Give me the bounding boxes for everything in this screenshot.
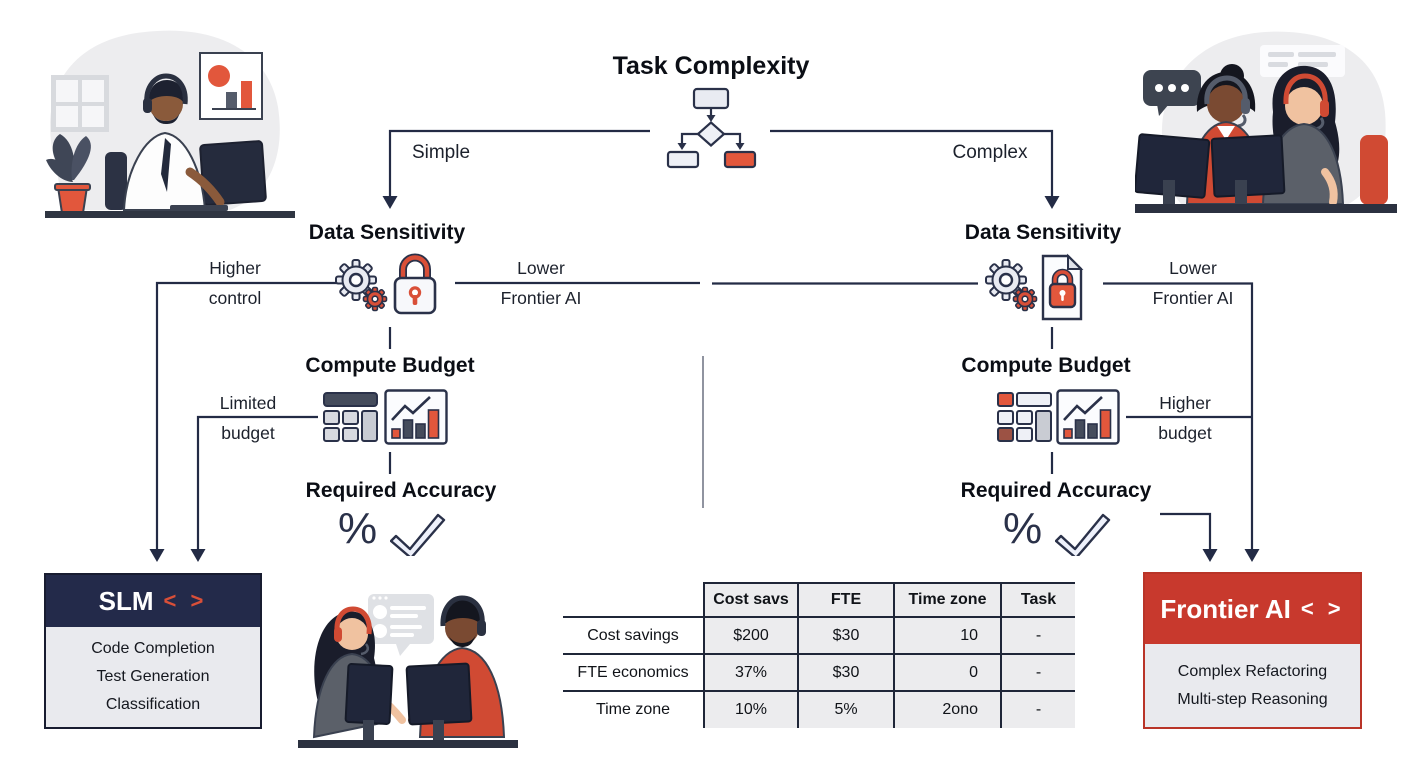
- calculator-icon-right: [997, 392, 1052, 442]
- table-cell: 37%: [703, 655, 797, 692]
- slm-box-title: SLM: [98, 585, 154, 616]
- right-lower-frontier-label: Lower Frontier AI: [1153, 253, 1234, 313]
- higher-control-line1: Higher: [209, 258, 261, 278]
- slm-item: Test Generation: [96, 668, 210, 685]
- table-header-cell: [563, 582, 703, 618]
- table-cell: 5%: [797, 692, 893, 728]
- limited-budget-line1: Limited: [219, 393, 277, 413]
- table-header-cell: Task: [1000, 582, 1075, 618]
- browser-card-icon: [1260, 45, 1345, 77]
- limited-budget-line2: budget: [221, 423, 275, 443]
- illustration-man-at-desk: [45, 30, 295, 218]
- checkmark-icon-right: [1055, 513, 1111, 556]
- table-cell: -: [1000, 692, 1075, 728]
- code-brackets-icon: < >: [1300, 596, 1345, 621]
- slm-outcome-box: SLM < > Code Completion Test Generation …: [44, 573, 262, 729]
- table-header-cell: FTE: [797, 582, 893, 618]
- left-lower-line1: Lower: [517, 258, 565, 278]
- left-compute-budget-heading: Compute Budget: [305, 354, 475, 377]
- table-cell: $200: [703, 618, 797, 655]
- checkmark-icon-left: [390, 513, 446, 556]
- speech-bubble-icon: [1143, 70, 1201, 116]
- frontier-box-title: Frontier AI: [1160, 593, 1291, 624]
- higher-budget-label: Higher budget: [1158, 388, 1212, 448]
- left-required-accuracy-heading: Required Accuracy: [305, 479, 497, 502]
- table-header-cell: Time zone: [893, 582, 1000, 618]
- higher-budget-line2: budget: [1158, 423, 1212, 443]
- right-data-sensitivity-heading: Data Sensitivity: [964, 221, 1122, 244]
- gears-secure-document-icon: [985, 253, 1084, 321]
- chat-card-icon: [368, 594, 434, 656]
- frontier-item: Complex Refactoring: [1177, 662, 1328, 680]
- chart-icon-left: [384, 389, 448, 445]
- slm-item: Classification: [105, 696, 201, 713]
- table-cell: 10: [893, 618, 1000, 655]
- illustration-support-team: [1135, 31, 1397, 213]
- calculator-icon-left: [323, 392, 378, 442]
- limited-budget-label: Limited budget: [220, 388, 276, 448]
- percent-icon-right: %: [1003, 504, 1043, 553]
- code-brackets-icon: < >: [163, 588, 208, 613]
- table-cell: 0: [893, 655, 1000, 692]
- frontier-box-items: Complex Refactoring Multi-step Reasoning: [1145, 644, 1360, 727]
- left-lower-line2: Frontier AI: [500, 288, 582, 308]
- right-lower-line2: Frontier AI: [1152, 288, 1234, 308]
- higher-control-label: Higher control: [209, 253, 262, 313]
- economics-table: Cost savs FTE Time zone Task Cost saving…: [563, 582, 1075, 728]
- illustration-pair-working: [298, 594, 518, 748]
- slm-box-items: Code Completion Test Generation Classifi…: [46, 627, 260, 727]
- table-cell: -: [1000, 618, 1075, 655]
- table-cell: 10%: [703, 692, 797, 728]
- right-compute-budget-heading: Compute Budget: [961, 354, 1131, 377]
- flowchart-icon: [666, 87, 757, 169]
- table-cell: -: [1000, 655, 1075, 692]
- frontier-ai-outcome-box: Frontier AI < > Complex Refactoring Mult…: [1143, 572, 1362, 729]
- left-lower-frontier-label: Lower Frontier AI: [501, 253, 582, 313]
- table-row-label: Time zone: [595, 701, 671, 718]
- right-lower-line1: Lower: [1169, 258, 1217, 278]
- table-cell: $30: [797, 655, 893, 692]
- table-row-label: FTE economics: [563, 655, 703, 692]
- branch-label-simple: Simple: [411, 142, 471, 163]
- plant-icon: [46, 134, 91, 214]
- branch-label-complex: Complex: [952, 142, 1028, 163]
- frontier-item: Multi-step Reasoning: [1177, 690, 1328, 708]
- table-header-cell: Cost savs: [703, 582, 797, 618]
- right-required-accuracy-heading: Required Accuracy: [960, 479, 1152, 502]
- slm-box-header: SLM < >: [46, 575, 260, 627]
- table-row-label: Cost savings: [563, 618, 703, 655]
- table-cell: $30: [797, 618, 893, 655]
- gears-lock-icon: [335, 253, 437, 315]
- chart-icon-right: [1056, 389, 1120, 445]
- diagram-title: Task Complexity: [612, 52, 810, 80]
- frontier-box-header: Frontier AI < >: [1145, 574, 1360, 644]
- higher-budget-line1: Higher: [1159, 393, 1211, 413]
- percent-icon-left: %: [338, 504, 378, 553]
- slm-item: Code Completion: [91, 640, 215, 657]
- left-data-sensitivity-heading: Data Sensitivity: [308, 221, 466, 244]
- table-cell: 2ono: [893, 692, 1000, 728]
- higher-control-line2: control: [208, 288, 262, 308]
